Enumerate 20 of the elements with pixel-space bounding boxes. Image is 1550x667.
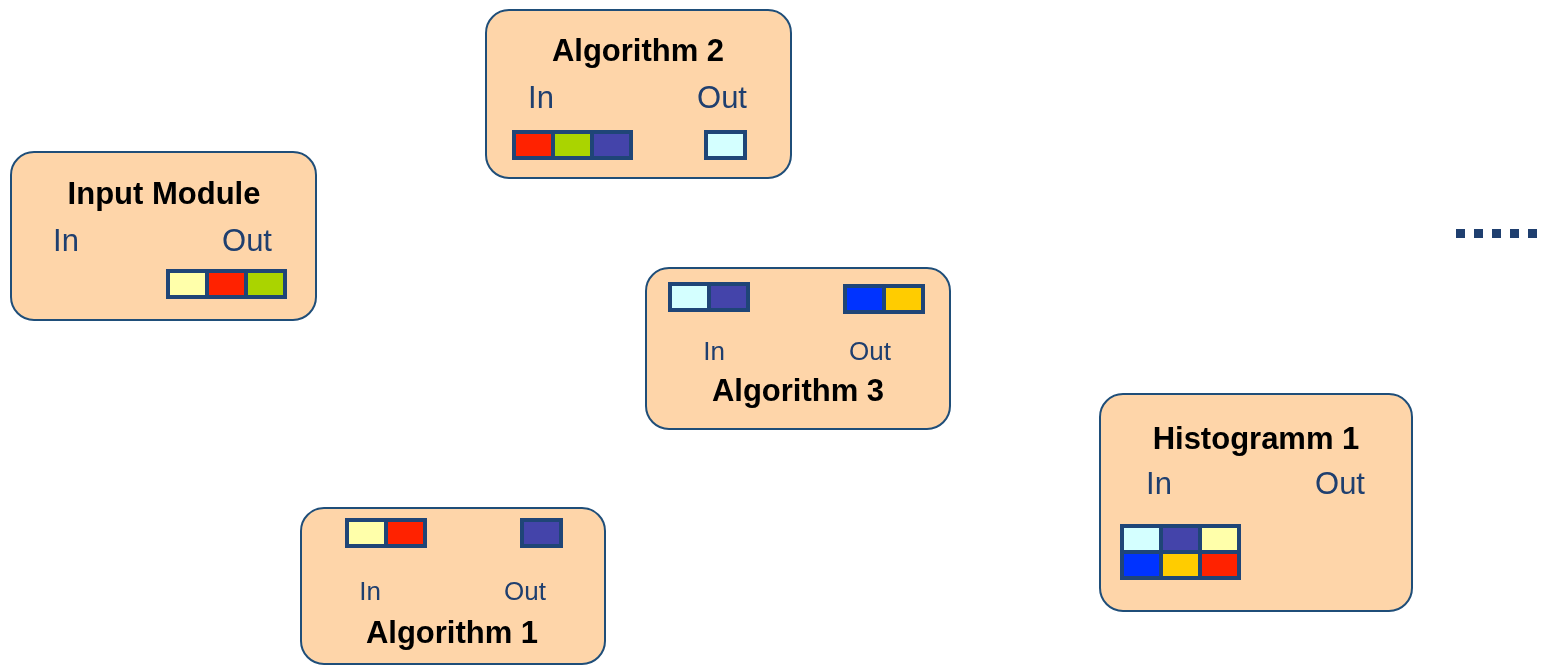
module-title: Algorithm 2	[551, 34, 725, 66]
input-label: In	[703, 338, 725, 364]
output-label: Out	[222, 224, 272, 256]
input-label: In	[53, 224, 79, 256]
module-box	[1099, 393, 1413, 612]
module-box	[645, 267, 951, 430]
module-title: Algorithm 1	[365, 616, 539, 648]
input-label: In	[359, 578, 381, 604]
input-label: In	[528, 81, 554, 113]
module-title: Histogramm 1	[1152, 422, 1360, 454]
output-label: Out	[697, 81, 747, 113]
output-label: Out	[1315, 467, 1365, 499]
module-box	[10, 151, 317, 321]
output-label: Out	[849, 338, 891, 364]
module-box	[485, 9, 792, 179]
module-title: Algorithm 3	[711, 374, 885, 406]
output-label: Out	[504, 578, 546, 604]
input-label: In	[1146, 467, 1172, 499]
module-box	[300, 507, 606, 665]
module-title: Input Module	[67, 177, 261, 209]
